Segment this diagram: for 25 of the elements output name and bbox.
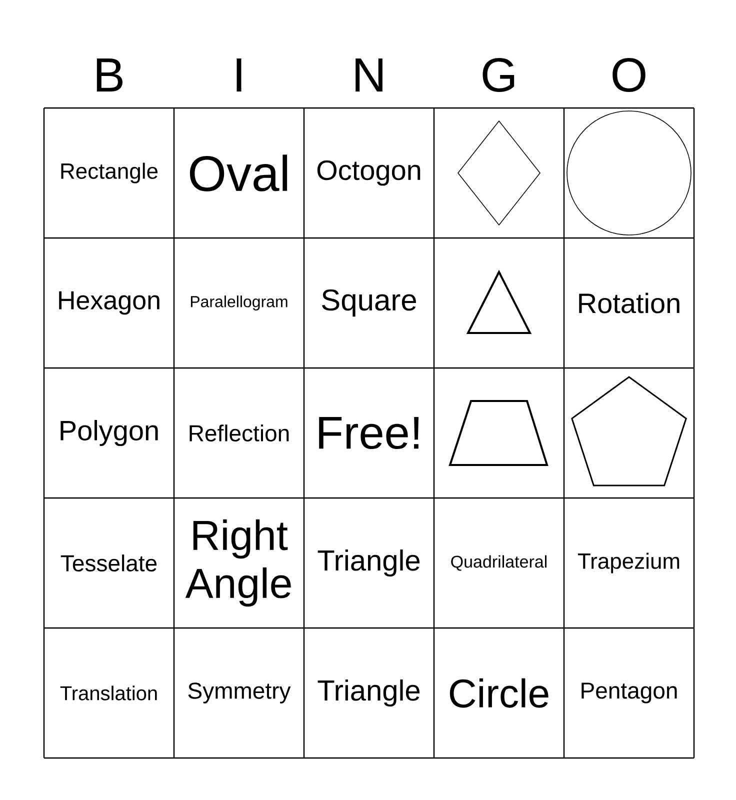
column-letter: I [236,58,242,92]
bingo-word: Paralellogram [190,296,288,310]
bingo-word: Hexagon [59,291,160,315]
bingo-word: Rotation [579,292,680,314]
bingo-word: Trapezium [578,552,680,574]
column-letter: N [356,58,382,92]
bingo-word: Triangle [318,550,420,577]
bingo-word: Oval [190,154,288,192]
bingo-word: Square [322,289,416,317]
bingo-word: Circle [450,678,548,708]
bingo-word: Triangle [318,680,420,707]
bingo-word: Quadrilateral [451,555,546,571]
bingo-word: Reflection [190,424,289,442]
bingo-word: Polygon [60,420,158,446]
bingo-word: Right Angle [185,519,291,607]
bingo-word: Symmetry [188,682,291,704]
bingo-word: Tesselate [60,554,157,572]
bingo-word: Free! [319,416,418,450]
column-letter: O [612,58,646,92]
bingo-word: Rectangle [61,162,158,184]
column-letter: B [96,58,122,92]
bingo-word: Translation [60,686,157,700]
bingo-word: Octogon [317,160,420,186]
column-letter: G [482,58,514,92]
bingo-word: Pentagon [582,682,677,704]
